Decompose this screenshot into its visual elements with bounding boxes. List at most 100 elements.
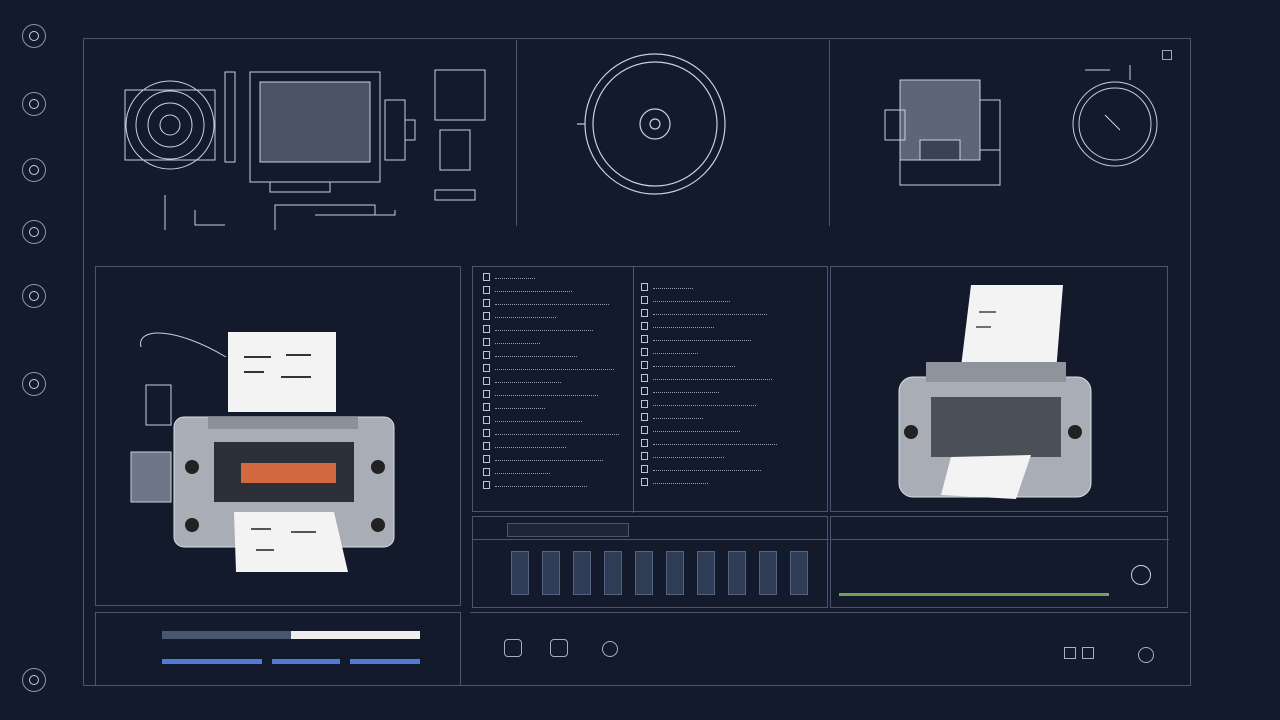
printer-icon[interactable] xyxy=(22,158,46,182)
bullet-icon xyxy=(641,283,648,291)
divider xyxy=(831,539,1169,540)
bullet-icon xyxy=(641,465,648,473)
bullet-icon xyxy=(641,361,648,369)
list-item[interactable] xyxy=(483,310,556,322)
bullet-icon xyxy=(483,286,490,294)
power-icon[interactable] xyxy=(22,668,46,692)
chart-icon[interactable] xyxy=(22,372,46,396)
list-item[interactable] xyxy=(483,375,561,387)
list-item[interactable] xyxy=(483,297,609,309)
bullet-icon xyxy=(483,429,490,437)
knob-icon[interactable] xyxy=(1131,565,1151,585)
bullet-icon xyxy=(483,364,490,372)
target-icon[interactable] xyxy=(22,24,46,48)
divider xyxy=(473,539,829,540)
list-item[interactable] xyxy=(641,333,751,345)
bullet-icon xyxy=(641,309,648,317)
list-item-text xyxy=(653,362,735,367)
list-item[interactable] xyxy=(483,349,577,361)
list-item-text xyxy=(495,326,593,331)
bullet-icon xyxy=(641,452,648,460)
status-bar xyxy=(759,551,777,595)
list-item[interactable] xyxy=(483,271,535,283)
list-item[interactable] xyxy=(483,479,587,491)
list-item[interactable] xyxy=(641,320,714,332)
list-item[interactable] xyxy=(483,284,572,296)
list-item[interactable] xyxy=(483,453,603,465)
list-item[interactable] xyxy=(641,372,772,384)
document-icon[interactable] xyxy=(550,639,568,657)
list-item-text xyxy=(653,297,730,302)
list-item[interactable] xyxy=(641,463,761,475)
list-item[interactable] xyxy=(483,414,582,426)
list-item[interactable] xyxy=(641,411,703,423)
tab-button[interactable] xyxy=(507,523,629,537)
list-item[interactable] xyxy=(641,450,724,462)
close-icon[interactable] xyxy=(1162,50,1172,60)
top-center-panel xyxy=(517,40,830,226)
list-item[interactable] xyxy=(483,401,545,413)
list-item-text xyxy=(653,388,719,393)
list-item-text xyxy=(495,339,540,344)
list-item[interactable] xyxy=(483,440,566,452)
status-bars-panel xyxy=(472,516,829,608)
top-right-panel xyxy=(830,40,1190,226)
bullet-icon xyxy=(641,322,648,330)
list-item-text xyxy=(653,427,740,432)
list-item-text xyxy=(653,284,693,289)
list-item-text xyxy=(653,336,751,341)
list-item-text xyxy=(495,365,614,370)
parts-list-panel xyxy=(472,266,828,513)
camera-icon[interactable] xyxy=(602,641,618,657)
printer-panel-right xyxy=(830,266,1168,512)
progress-track xyxy=(162,631,420,639)
list-item[interactable] xyxy=(641,398,756,410)
list-item-text xyxy=(495,469,550,474)
status-bar xyxy=(542,551,560,595)
list-item[interactable] xyxy=(483,388,598,400)
list-item[interactable] xyxy=(641,346,698,358)
bullet-icon xyxy=(483,325,490,333)
status-bar xyxy=(666,551,684,595)
list-item[interactable] xyxy=(641,424,740,436)
status-bar xyxy=(790,551,808,595)
progress-line xyxy=(839,593,1109,596)
segment-bar xyxy=(162,659,262,664)
bullet-icon xyxy=(483,338,490,346)
list-item[interactable] xyxy=(641,476,708,488)
settings-icon[interactable] xyxy=(22,220,46,244)
list-item[interactable] xyxy=(483,323,593,335)
bullet-icon xyxy=(483,273,490,281)
settings-icon[interactable] xyxy=(1138,647,1154,663)
gear-icon[interactable] xyxy=(22,92,46,116)
printer-illustration xyxy=(130,332,395,572)
list-item-text xyxy=(495,482,587,487)
database-icon[interactable] xyxy=(504,639,522,657)
list-item[interactable] xyxy=(483,362,614,374)
list-item[interactable] xyxy=(641,307,767,319)
list-item-text xyxy=(653,310,767,315)
bullet-icon xyxy=(483,299,490,307)
list-item-text xyxy=(495,456,603,461)
status-bar xyxy=(697,551,715,595)
list-item[interactable] xyxy=(641,359,735,371)
bullet-icon xyxy=(641,296,648,304)
pause-icon[interactable] xyxy=(1082,647,1094,659)
speaker-icon[interactable] xyxy=(1064,647,1076,659)
list-item[interactable] xyxy=(641,294,730,306)
list-item[interactable] xyxy=(641,437,777,449)
list-item[interactable] xyxy=(483,336,540,348)
list-item[interactable] xyxy=(483,427,619,439)
list-item-text xyxy=(495,404,545,409)
list-item[interactable] xyxy=(641,385,719,397)
list-item-text xyxy=(653,466,761,471)
list-item[interactable] xyxy=(483,466,550,478)
status-bar xyxy=(728,551,746,595)
bullet-icon xyxy=(483,351,490,359)
bullet-icon xyxy=(641,413,648,421)
bullet-icon xyxy=(483,481,490,489)
layers-icon[interactable] xyxy=(22,284,46,308)
list-item[interactable] xyxy=(641,281,693,293)
segment-bar xyxy=(350,659,420,664)
status-bar xyxy=(604,551,622,595)
